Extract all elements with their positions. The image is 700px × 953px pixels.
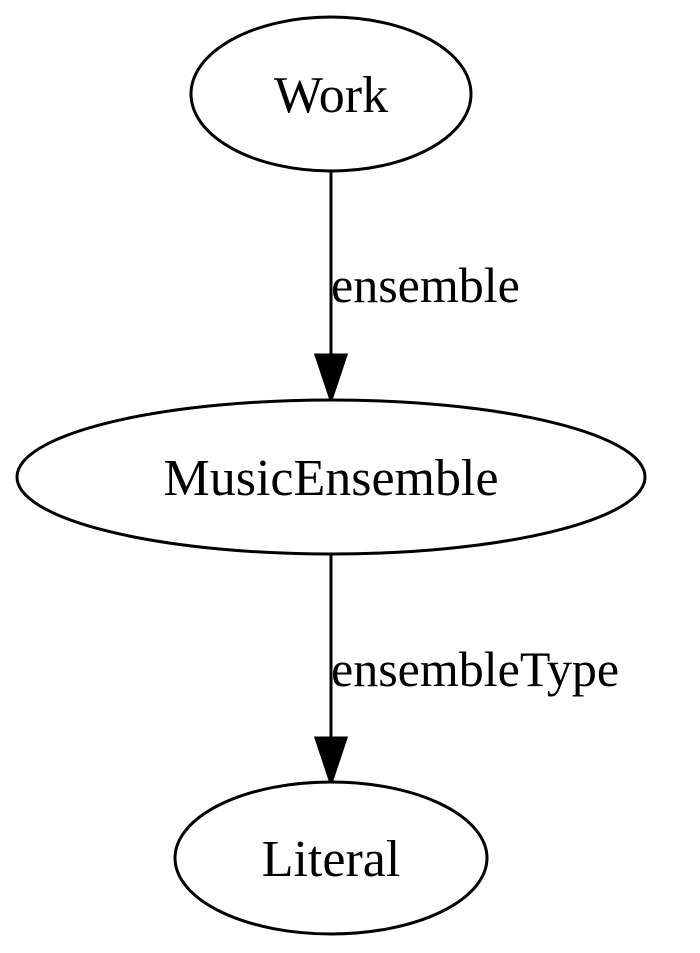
arrowhead-ensembletype bbox=[313, 736, 349, 788]
edge-work-to-musicensemble: ensemble bbox=[313, 172, 520, 405]
edge-label-ensemble: ensemble bbox=[331, 257, 520, 313]
edge-label-ensembletype: ensembleType bbox=[331, 641, 619, 697]
node-literal-label: Literal bbox=[262, 831, 401, 888]
node-work-label: Work bbox=[274, 67, 388, 124]
node-musicensemble-label: MusicEnsemble bbox=[163, 450, 498, 507]
node-literal[interactable]: Literal bbox=[173, 780, 489, 936]
edge-musicensemble-to-literal: ensembleType bbox=[313, 555, 619, 788]
node-work[interactable]: Work bbox=[189, 15, 473, 173]
arrowhead-ensemble bbox=[313, 353, 349, 405]
node-literal-shape bbox=[173, 780, 489, 936]
node-musicensemble-shape bbox=[15, 398, 647, 556]
node-work-shape bbox=[189, 15, 473, 173]
node-musicensemble[interactable]: MusicEnsemble bbox=[15, 398, 647, 556]
